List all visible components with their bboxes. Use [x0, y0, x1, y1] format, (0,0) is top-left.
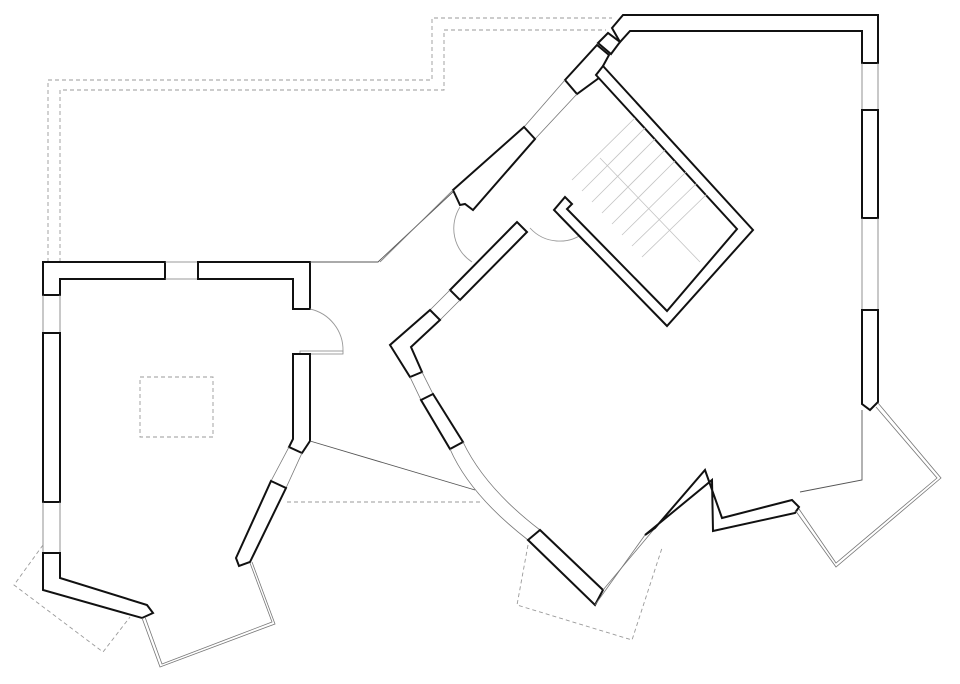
east-base-line	[799, 410, 863, 493]
wall-top-left	[42, 261, 166, 296]
wall-south-west	[526, 528, 605, 607]
wall-top-right	[197, 261, 311, 310]
wall-left	[42, 332, 61, 503]
window-top	[165, 261, 198, 280]
wall-west-upper	[448, 220, 529, 302]
wall-east-2	[861, 309, 879, 412]
canopy-dashed	[13, 544, 131, 653]
wall-east-1	[861, 109, 879, 219]
wall-south-notch	[644, 468, 801, 536]
connector-lines	[287, 189, 480, 503]
wall-right-angled	[234, 479, 288, 568]
window-left-upper	[42, 295, 61, 333]
bay-window-east	[794, 402, 942, 568]
window-right	[270, 446, 303, 489]
wall-west-lower	[419, 392, 465, 451]
skylight-dashed	[139, 376, 214, 438]
left-building	[13, 261, 344, 668]
wall-west-corner	[388, 308, 442, 379]
window-nw-lower	[379, 189, 454, 263]
window-west-1	[429, 289, 461, 321]
window-east-2	[861, 218, 879, 310]
roof-outline-dashed	[47, 17, 612, 262]
stairs	[571, 117, 708, 263]
wall-top	[610, 14, 879, 64]
window-east-1	[861, 63, 879, 110]
window-south	[594, 527, 656, 606]
wall-right	[287, 353, 311, 455]
door-left-building	[299, 308, 344, 355]
wall-bottom-left	[42, 552, 155, 620]
wall-nw-piece-1	[596, 31, 622, 56]
bay-window-left	[141, 561, 276, 668]
canopy-south-dashed	[516, 544, 663, 641]
right-building	[379, 14, 942, 641]
window-west-2	[409, 371, 434, 401]
curved-glass-wall	[449, 441, 541, 541]
stair-enclosure	[552, 64, 755, 328]
window-left-lower	[42, 502, 61, 553]
wall-nw-main	[451, 125, 537, 212]
window-nw-upper	[523, 79, 578, 140]
